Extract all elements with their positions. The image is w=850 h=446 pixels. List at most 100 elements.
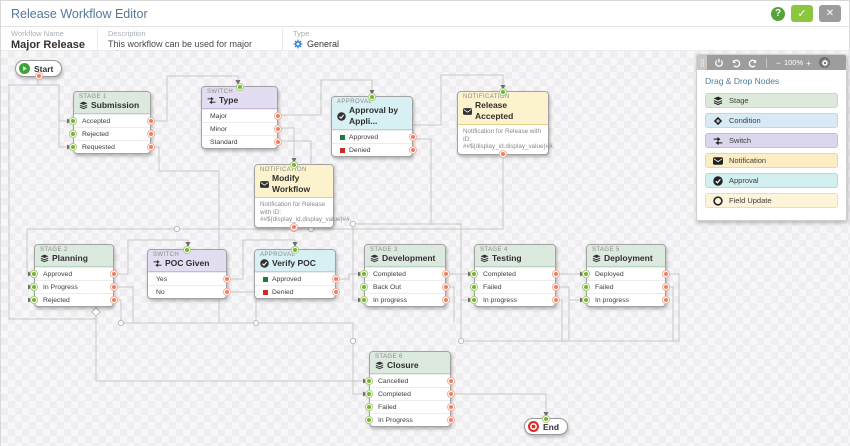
in-port[interactable] xyxy=(70,131,76,137)
zoom-in-button[interactable]: + xyxy=(806,57,812,68)
out-port[interactable] xyxy=(553,284,559,290)
node-switch-type[interactable]: Switch Type Major Minor Standard xyxy=(201,84,281,149)
node-stage5-deployment[interactable]: Stage 5 Deployment Deployed Failed In pr… xyxy=(583,244,669,307)
node-row[interactable]: Yes xyxy=(148,272,230,285)
in-port[interactable] xyxy=(366,378,372,384)
node-stage3-development[interactable]: Stage 3 Development Completed Back Out I… xyxy=(361,244,449,307)
out-port[interactable] xyxy=(448,378,454,384)
out-port[interactable] xyxy=(553,271,559,277)
node-row[interactable]: In progress xyxy=(471,293,559,306)
node-row[interactable]: In progress xyxy=(361,293,449,306)
out-port[interactable] xyxy=(333,276,339,282)
in-port[interactable] xyxy=(583,271,589,277)
node-row[interactable]: Deployed xyxy=(583,267,669,280)
out-port[interactable] xyxy=(291,223,297,230)
node-row[interactable]: Major xyxy=(202,109,281,122)
out-port[interactable] xyxy=(410,147,416,153)
out-port[interactable] xyxy=(111,271,117,277)
node-row[interactable]: In Progress xyxy=(31,280,117,293)
node-row[interactable]: Failed xyxy=(366,400,454,413)
node-approval-verify-poc[interactable]: Approval Verify POC Approved Denied xyxy=(254,247,339,299)
in-port[interactable] xyxy=(70,118,76,124)
node-row[interactable]: Completed xyxy=(471,267,559,280)
node-row[interactable]: Accepted xyxy=(70,114,154,127)
out-port[interactable] xyxy=(443,271,449,277)
palette-item-switch[interactable]: Switch xyxy=(705,133,838,148)
node-row[interactable]: Denied xyxy=(332,143,416,156)
out-port[interactable] xyxy=(448,404,454,410)
node-stage2-planning[interactable]: Stage 2 Planning Approved In Progress Re… xyxy=(31,244,117,307)
node-row[interactable]: Approved xyxy=(31,267,117,280)
node-stage6-closure[interactable]: Stage 6 Closure Cancelled Completed Fail… xyxy=(366,351,454,427)
out-port[interactable] xyxy=(443,284,449,290)
palette-item-notification[interactable]: Notification xyxy=(705,153,838,168)
out-port[interactable] xyxy=(553,297,559,303)
node-notification-release-accepted[interactable]: Notification Release Accepted Notificati… xyxy=(457,89,554,157)
out-port[interactable] xyxy=(224,276,230,282)
node-row[interactable]: Completed xyxy=(366,387,454,400)
in-port[interactable] xyxy=(471,297,477,303)
node-row[interactable]: No xyxy=(148,285,230,298)
in-port[interactable] xyxy=(184,247,190,253)
out-port[interactable] xyxy=(500,150,506,157)
node-switch-poc-given[interactable]: Switch POC Given Yes No xyxy=(147,247,230,299)
in-port[interactable] xyxy=(361,271,367,277)
node-row[interactable]: Rejected xyxy=(70,127,154,140)
workflow-type-value[interactable]: General xyxy=(306,39,340,49)
in-port[interactable] xyxy=(361,297,367,303)
out-port[interactable] xyxy=(275,126,281,132)
workflow-canvas[interactable]: Start Stage 1 Submission Accepted Reject… xyxy=(1,51,850,446)
out-port[interactable] xyxy=(148,131,154,137)
out-port[interactable] xyxy=(224,289,230,295)
start-node[interactable]: Start xyxy=(15,60,63,79)
in-port[interactable] xyxy=(369,94,375,100)
undo-icon[interactable] xyxy=(731,58,741,68)
node-row[interactable]: In Progress xyxy=(366,413,454,426)
in-port[interactable] xyxy=(366,391,372,397)
out-port[interactable] xyxy=(448,417,454,423)
node-notification-modify-workflow[interactable]: Notification Modify Workflow Notificatio… xyxy=(254,162,351,230)
in-port[interactable] xyxy=(366,404,372,410)
out-port[interactable] xyxy=(448,391,454,397)
out-port[interactable] xyxy=(333,289,339,295)
in-port[interactable] xyxy=(583,297,589,303)
node-row[interactable]: Standard xyxy=(202,135,281,148)
palette-item-approval[interactable]: Approval xyxy=(705,173,838,188)
in-port[interactable] xyxy=(31,297,37,303)
node-row[interactable]: Cancelled xyxy=(366,374,454,387)
palette-item-field-update[interactable]: Field Update xyxy=(705,193,838,208)
node-row[interactable]: Requested xyxy=(70,140,154,153)
redo-icon[interactable] xyxy=(748,58,758,68)
in-port[interactable] xyxy=(291,162,297,168)
zoom-out-button[interactable]: − xyxy=(776,57,781,68)
in-port[interactable] xyxy=(583,284,589,290)
in-port[interactable] xyxy=(236,84,243,90)
in-port[interactable] xyxy=(31,284,37,290)
in-port[interactable] xyxy=(366,417,372,423)
palette-item-condition[interactable]: Condition xyxy=(705,113,838,128)
node-row[interactable]: In progress xyxy=(583,293,669,306)
power-icon[interactable] xyxy=(714,58,724,68)
out-port[interactable] xyxy=(275,113,281,119)
out-port[interactable] xyxy=(663,284,669,290)
node-row[interactable]: Rejected xyxy=(31,293,117,306)
drag-handle-icon[interactable]: ⣿ xyxy=(697,55,707,70)
node-stage1-submission[interactable]: Stage 1 Submission Accepted Rejected Req… xyxy=(70,91,154,154)
in-port[interactable] xyxy=(500,89,506,95)
in-port[interactable] xyxy=(543,416,550,422)
node-row[interactable]: Denied xyxy=(255,285,339,298)
close-button[interactable]: ✕ xyxy=(819,5,841,22)
start-out-port[interactable] xyxy=(35,73,42,79)
end-node[interactable]: End xyxy=(524,416,569,435)
node-row[interactable]: Approved xyxy=(332,130,416,143)
out-port[interactable] xyxy=(111,297,117,303)
node-row[interactable]: Completed xyxy=(361,267,449,280)
save-button[interactable]: ✓ xyxy=(791,5,813,22)
palette-item-stage[interactable]: Stage xyxy=(705,93,838,108)
in-port[interactable] xyxy=(292,247,298,253)
in-port[interactable] xyxy=(70,144,76,150)
help-button[interactable]: ? xyxy=(771,6,785,21)
node-row[interactable]: Back Out xyxy=(361,280,449,293)
out-port[interactable] xyxy=(111,284,117,290)
out-port[interactable] xyxy=(443,297,449,303)
